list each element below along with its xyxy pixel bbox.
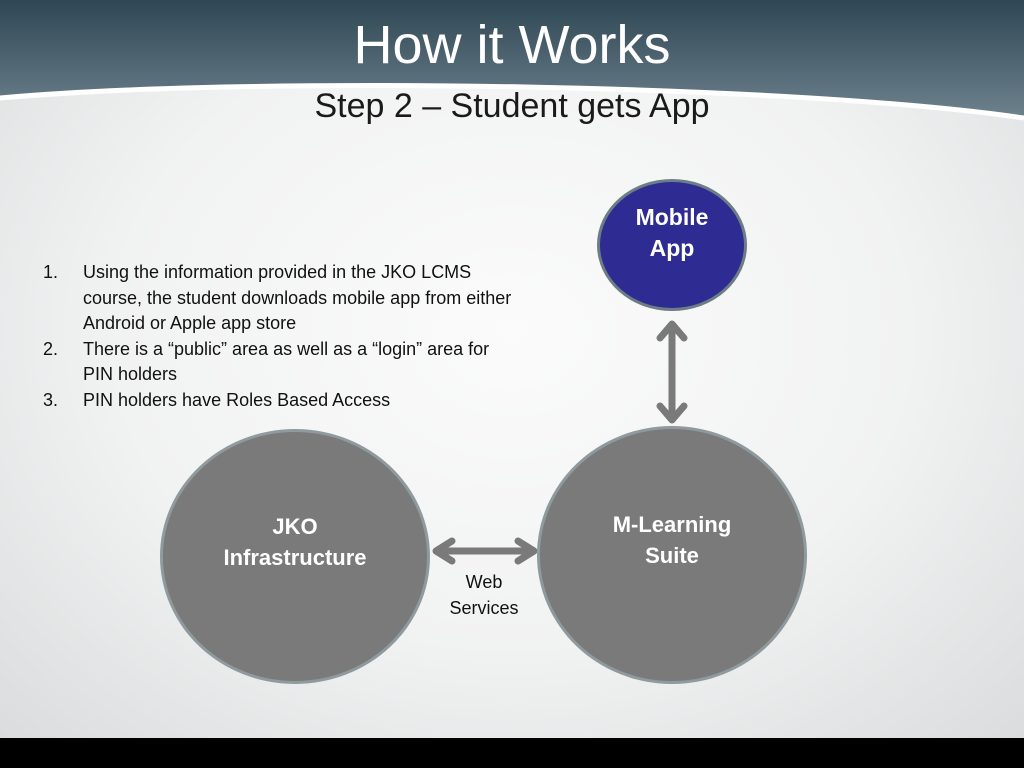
- vertical-double-arrow: [656, 320, 688, 424]
- web-services-label: Web Services: [434, 569, 534, 621]
- m-learning-suite-node: M-Learning Suite: [537, 426, 807, 684]
- step-item: 2. There is a “public” area as well as a…: [40, 337, 520, 388]
- web-services-line1: Web: [465, 572, 503, 592]
- slide-subtitle: Step 2 – Student gets App: [314, 87, 710, 125]
- step-text: There is a “public” area as well as a “l…: [83, 338, 490, 385]
- step-number: 3.: [43, 389, 59, 410]
- steps-list: 1. Using the information provided in the…: [40, 260, 520, 413]
- step-item: 3. PIN holders have Roles Based Access: [40, 388, 520, 414]
- footer-bar: [0, 738, 1024, 768]
- mobile-app-label-line1: Mobile: [635, 204, 709, 230]
- mobile-app-label-line2: App: [649, 235, 695, 261]
- jko-infrastructure-node: JKO Infrastructure: [160, 429, 430, 684]
- step-text: PIN holders have Roles Based Access: [83, 389, 391, 410]
- web-services-line2: Services: [449, 598, 519, 618]
- mls-label-line2: Suite: [645, 543, 699, 568]
- step-text: Using the information provided in the JK…: [83, 262, 512, 333]
- slide-title: How it Works: [353, 15, 671, 75]
- mobile-app-node: Mobile App: [597, 179, 747, 311]
- slide-canvas: How it Works Step 2 – Student gets App 1…: [0, 0, 1024, 738]
- mls-label-line1: M-Learning: [612, 512, 732, 537]
- header-band: [0, 0, 1024, 121]
- step-number: 2.: [43, 338, 59, 359]
- horizontal-double-arrow: [432, 537, 538, 565]
- jko-label-line2: Infrastructure: [223, 544, 367, 570]
- connector-arrows: [432, 320, 688, 565]
- step-number: 1.: [43, 262, 59, 282]
- jko-label-line1: JKO: [272, 513, 318, 539]
- step-item: 1. Using the information provided in the…: [40, 260, 520, 337]
